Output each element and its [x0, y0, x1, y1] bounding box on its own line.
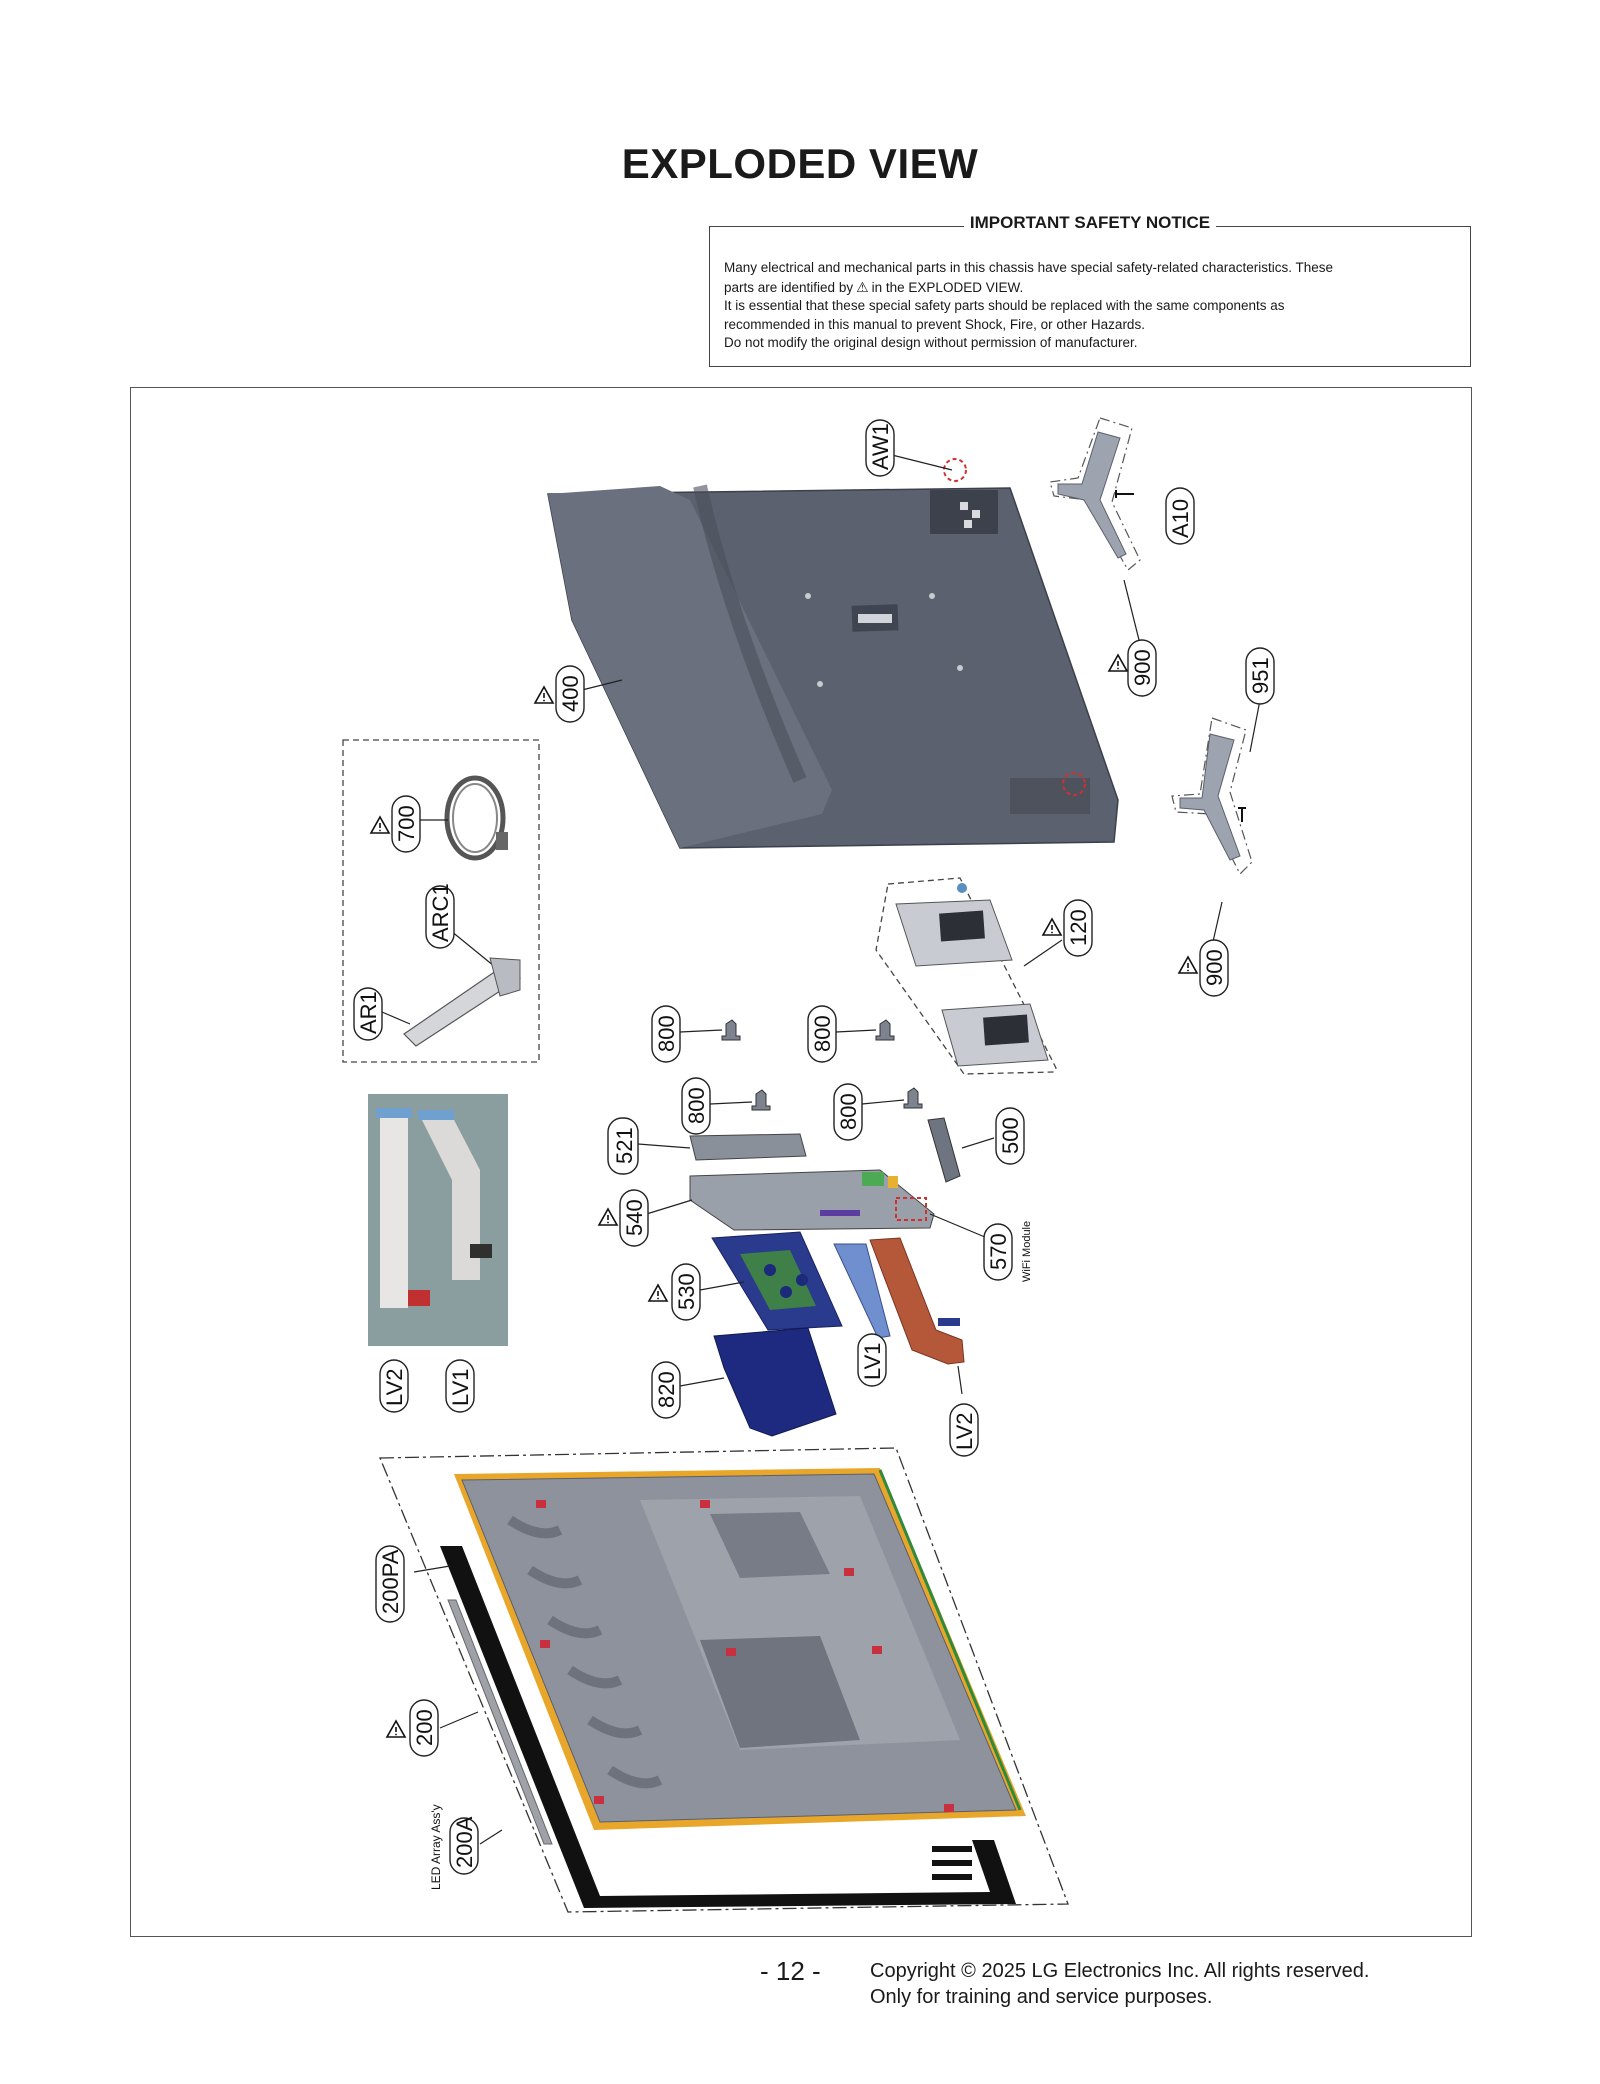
training-note: Only for training and service purposes.: [870, 1986, 1213, 2008]
label-521: 521: [612, 1127, 637, 1164]
label-led-array: LED Array Ass'y: [429, 1804, 443, 1890]
label-lv1: LV1: [860, 1342, 885, 1380]
label-900-top: 900: [1130, 649, 1155, 686]
label-530: 530: [674, 1273, 699, 1310]
panel-group-box: [379, 1447, 1069, 1913]
label-lv2: LV2: [952, 1412, 977, 1450]
footer-copyright: Copyright © 2025 LG Electronics Inc. All…: [870, 1958, 1369, 2010]
lvds-cable-lv1-part: [833, 1243, 891, 1339]
back-cover-part: [547, 484, 1119, 849]
bracket-521-part: [689, 1133, 807, 1161]
warning-triangle-icon: ⚠: [856, 278, 869, 295]
lvds-cable-lv2-part: [869, 1237, 965, 1365]
panel-backlight-part: [454, 1468, 1026, 1830]
label-wifi-module: WiFi Module: [1021, 1221, 1033, 1282]
copyright-text: Copyright © 2025 LG Electronics Inc. All…: [870, 1960, 1370, 1982]
label-120: 120: [1066, 909, 1091, 946]
notice-line: It is essential that these special safet…: [724, 298, 1285, 313]
label-700: 700: [394, 805, 419, 842]
shield-820-part: [713, 1327, 837, 1437]
notice-line: parts are identified by: [724, 279, 854, 295]
label-900-bottom: 900: [1202, 949, 1227, 986]
label-lv2-photo: LV2: [382, 1368, 407, 1406]
led-array-part: [447, 1599, 553, 1845]
stand-lower-part: [1171, 717, 1253, 876]
notice-line: Do not modify the original design withou…: [724, 335, 1138, 350]
page-title: EXPLODED VIEW: [621, 140, 979, 187]
label-aw1: AW1: [868, 423, 893, 470]
label-500: 500: [998, 1117, 1023, 1154]
label-400: 400: [558, 675, 583, 712]
label-200: 200: [412, 1709, 437, 1746]
notice-line: recommended in this manual to prevent Sh…: [724, 316, 1145, 332]
main-board-540-part: [689, 1169, 935, 1231]
label-800-c: 800: [684, 1087, 709, 1124]
diagram-frame: [130, 387, 1472, 1937]
label-800-d: 800: [836, 1093, 861, 1130]
page-number: - 12 -: [760, 1956, 821, 1986]
screw-highlight: [943, 458, 967, 482]
lvds-cable-photo: [368, 1094, 508, 1346]
label-951: 951: [1248, 657, 1273, 694]
module-500-part: [927, 1117, 961, 1183]
accessory-group-box: [342, 739, 540, 1063]
safety-notice-box: IMPORTANT SAFETY NOTICE Many electrical …: [709, 213, 1471, 367]
label-200a: 200A: [452, 1816, 477, 1868]
label-820: 820: [654, 1371, 679, 1408]
label-800-b: 800: [810, 1015, 835, 1052]
screw-highlight: [1062, 772, 1086, 796]
power-supply-board-part: [895, 883, 1049, 1067]
label-800-a: 800: [654, 1015, 679, 1052]
remote-control-part: [403, 957, 521, 1047]
label-570: 570: [986, 1233, 1011, 1270]
safety-notice-text: Many electrical and mechanical parts in …: [724, 259, 1456, 353]
label-a10: A10: [1168, 499, 1193, 538]
notice-line: in the EXPLODED VIEW.: [871, 279, 1024, 295]
label-lv1-photo: LV1: [448, 1368, 473, 1406]
power-cord-part: [444, 775, 508, 861]
label-arc1: ARC1: [428, 883, 453, 942]
notice-line: Many electrical and mechanical parts in …: [724, 260, 1334, 275]
label-540: 540: [622, 1199, 647, 1236]
power-group-box: [875, 877, 1057, 1075]
label-200pa: 200PA: [378, 1549, 403, 1614]
stand-upper-part: [1049, 417, 1141, 571]
board-530-part: [711, 1231, 843, 1331]
safety-notice-heading: IMPORTANT SAFETY NOTICE: [963, 213, 1217, 232]
label-ar1: AR1: [356, 991, 381, 1034]
